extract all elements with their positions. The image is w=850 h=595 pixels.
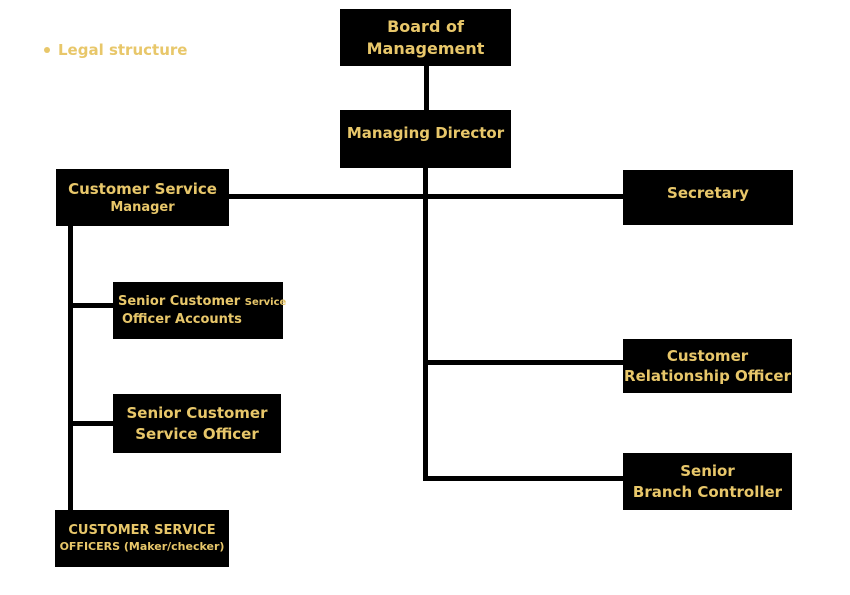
md-line-1: Managing Director	[346, 124, 505, 142]
connector-to-scso	[70, 421, 115, 426]
board-line-1: Board of	[387, 16, 464, 36]
node-managing-director: Managing Director	[340, 110, 511, 168]
scsoa-line-1: Senior Customer Service	[118, 293, 286, 311]
sbc-line-2: Branch Controller	[632, 482, 783, 501]
node-secretary: Secretary	[623, 170, 793, 225]
node-senior-cso: Senior Customer Service Officer	[113, 394, 281, 453]
connector-to-scsoa	[70, 303, 115, 308]
cro-line-1: Customer	[666, 346, 749, 365]
sbc-line-1: Senior	[680, 462, 735, 481]
node-customer-service-officers: CUSTOMER SERVICE OFFICERS (Maker/checker…	[55, 510, 229, 567]
scsoa-line-2: Officer Accounts	[122, 311, 242, 327]
cro-line-2: Relationship Officer	[624, 367, 791, 385]
connector-md-trunk	[423, 166, 428, 481]
node-board-of-management: Board of Management	[340, 9, 511, 66]
node-senior-cso-accounts: Senior Customer Service Officer Accounts	[113, 282, 286, 339]
bullet-dot-icon	[44, 47, 50, 53]
connector-to-sbc	[425, 476, 625, 481]
connector-board-md	[424, 64, 429, 112]
node-senior-branch-controller: Senior Branch Controller	[623, 453, 792, 510]
node-customer-service-manager: Customer Service Manager	[56, 169, 229, 226]
board-line-2: Management	[366, 38, 485, 58]
csm-line-1: Customer Service	[68, 179, 217, 198]
cso-line-1: CUSTOMER SERVICE	[68, 523, 216, 539]
cso-line-2: OFFICERS (Maker/checker)	[59, 539, 225, 553]
connector-to-cro	[425, 360, 625, 365]
csm-line-2: Manager	[110, 199, 175, 215]
secretary-line-1: Secretary	[667, 184, 749, 202]
connector-left-trunk	[68, 224, 73, 512]
node-customer-relationship-officer: Customer Relationship Officer	[623, 339, 792, 393]
legal-structure-bullet: Legal structure	[44, 41, 187, 59]
scso-line-2: Service Officer	[135, 424, 259, 443]
scsoa-line-1a: Senior Customer	[118, 293, 241, 309]
scso-line-1: Senior Customer	[126, 404, 268, 423]
scsoa-line-1b: Service	[244, 296, 287, 308]
connector-horizontal-csm-secretary	[227, 194, 625, 199]
legal-structure-label: Legal structure	[58, 41, 188, 59]
